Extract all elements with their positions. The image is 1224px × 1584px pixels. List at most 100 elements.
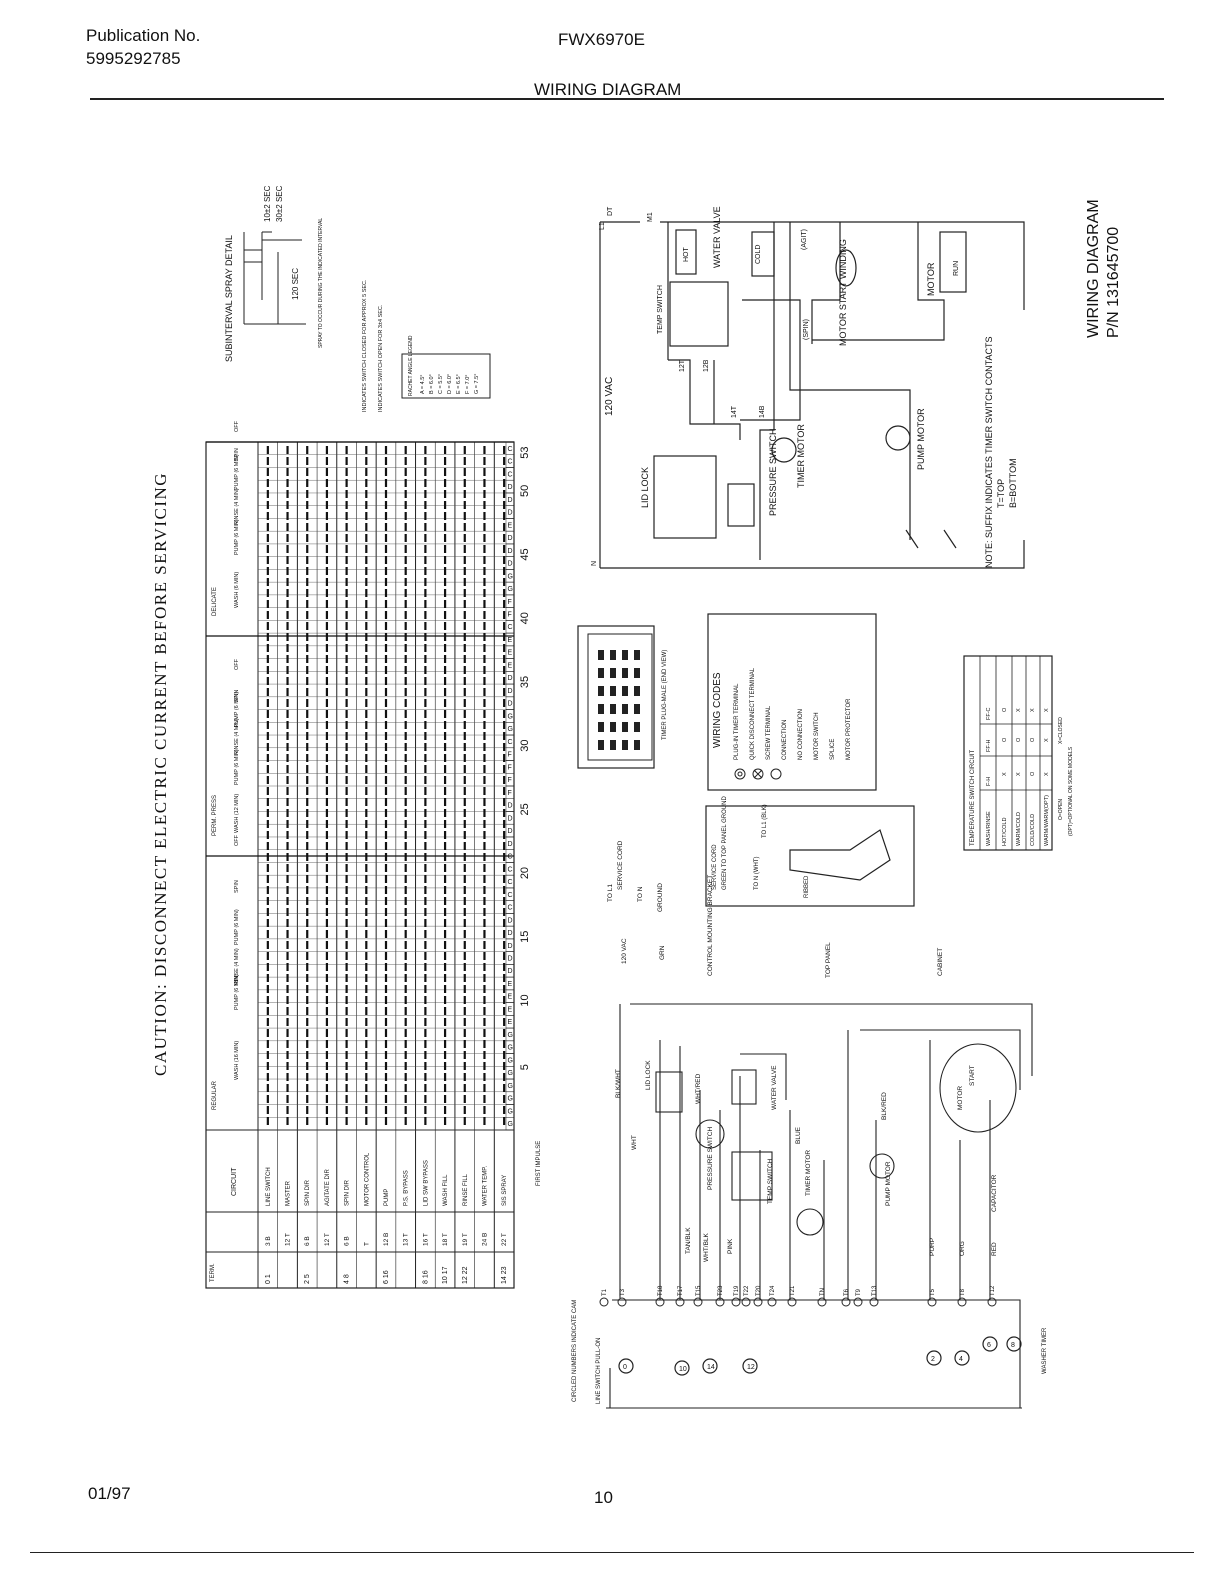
angle-letter: D bbox=[508, 917, 513, 924]
chart-step-number: 53 bbox=[519, 446, 531, 458]
chart-segment-label: WASH (12 MIN) bbox=[234, 794, 240, 833]
pictorial-label: TIMER MOTOR bbox=[805, 1150, 812, 1196]
cam-number: 4 bbox=[959, 1356, 963, 1363]
pictorial-label: TO N bbox=[637, 886, 644, 902]
subinterval-note: SPRAY TO OCCUR DURING THE INDICATED INTE… bbox=[318, 218, 324, 348]
angle-letter: G bbox=[508, 586, 513, 593]
terminal-label: T12 bbox=[990, 1285, 996, 1296]
angle-letter: D bbox=[508, 943, 513, 950]
wiring-code-item: SCREW TERMINAL bbox=[766, 705, 772, 760]
subinterval-t2: 30±2 SEC bbox=[275, 185, 284, 222]
angle-letter: C bbox=[508, 854, 513, 861]
line-switch-label: LINE SWITCH PULL-ON bbox=[596, 1338, 602, 1404]
angle-letter: E bbox=[508, 650, 513, 657]
ratchet-legend-title: RACHET ANGLE LEGEND bbox=[408, 335, 414, 396]
chart-circuit-nums: 14 23 bbox=[501, 1266, 508, 1284]
temp-table-cell: X bbox=[1044, 772, 1050, 776]
cam-number: 12 bbox=[747, 1364, 755, 1371]
angle-letter: D bbox=[508, 688, 513, 695]
ratchet-legend-row: E = 6.5° bbox=[456, 374, 462, 394]
angle-letter: G bbox=[508, 1096, 513, 1103]
pictorial-label: BLK/RED bbox=[881, 1092, 888, 1120]
chart-circuit-nums: 8 16 bbox=[422, 1270, 429, 1284]
wiring-code-item: NO CONNECTION bbox=[798, 709, 804, 760]
angle-letter: G bbox=[508, 1083, 513, 1090]
angle-letter: C bbox=[508, 905, 513, 912]
angle-letter: C bbox=[508, 471, 513, 478]
chart-step-number: 20 bbox=[519, 867, 531, 879]
angle-letter: F bbox=[508, 790, 512, 797]
angle-letter: G bbox=[508, 573, 513, 580]
angle-letter: E bbox=[508, 522, 513, 529]
schematic-note-b: B=BOTTOM bbox=[1008, 458, 1018, 508]
chart-circuit-name: LINE SWITCH bbox=[266, 1167, 272, 1206]
timer-plug: TIMER PLUG-MALE (END VIEW) bbox=[577, 625, 668, 769]
angle-letter: D bbox=[508, 497, 513, 504]
chart-circuit-term: 6 B bbox=[344, 1236, 351, 1246]
temp-table-legend2: O=OPEN bbox=[1058, 799, 1064, 820]
chart-segment-label: PUMP (6 MIN) bbox=[234, 909, 240, 945]
pictorial-label: LID LOCK bbox=[645, 1060, 652, 1090]
temp-table-legend3: (OPT)=OPTIONAL ON SOME MODELS bbox=[1068, 746, 1074, 836]
angle-letter: E bbox=[508, 994, 513, 1001]
chart-circuit-term: 22 T bbox=[501, 1233, 508, 1246]
chart-circuit-name: P.S. BYPASS bbox=[404, 1170, 410, 1206]
washer-timer-label: WASHER TIMER bbox=[1042, 1327, 1048, 1374]
model-number: FWX6970E bbox=[558, 30, 645, 49]
chart-cycle-name: DELICATE bbox=[212, 587, 218, 616]
pictorial-label: TO L1 bbox=[607, 884, 614, 902]
subinterval-t1: 10±2 SEC bbox=[263, 185, 272, 222]
angle-letter: F bbox=[508, 777, 512, 784]
timer-plug-caption: TIMER PLUG-MALE (END VIEW) bbox=[662, 650, 668, 740]
chart-circuit-nums: 12 22 bbox=[462, 1266, 469, 1284]
schematic bbox=[599, 221, 1025, 569]
chart-term-header: TERM. bbox=[210, 1263, 216, 1282]
header-rule bbox=[90, 98, 1164, 100]
chart-circuit-term: 24 B bbox=[481, 1233, 488, 1246]
ratchet-legend-row: A = 4.5° bbox=[420, 375, 426, 394]
chart-circuit-term: 12 B bbox=[383, 1233, 390, 1246]
pictorial-label: START bbox=[969, 1065, 976, 1086]
publication-number: 5995292785 bbox=[86, 49, 181, 68]
chart-segment-label: RINSE (4 MIN) bbox=[234, 948, 240, 985]
chart-step-number: 40 bbox=[519, 612, 531, 624]
pictorial-label: BLK/WHT bbox=[615, 1069, 622, 1098]
diagram-title-line1: WIRING DIAGRAM bbox=[1085, 199, 1102, 338]
angle-letter: D bbox=[508, 841, 513, 848]
angle-letter: F bbox=[508, 764, 512, 771]
schematic-label: PRESSURE SWITCH bbox=[768, 428, 778, 516]
temp-table-cell: WARM/WARM(OPT) bbox=[1044, 795, 1050, 846]
chart-circuit-name: PUMP bbox=[384, 1189, 390, 1206]
schematic-label: TEMP SWITCH bbox=[657, 285, 664, 334]
symbol-note-2: INDICATES SWITCH OPEN FOR 3±4 SEC. bbox=[378, 304, 384, 412]
angle-letter: D bbox=[508, 828, 513, 835]
angle-letter: D bbox=[508, 535, 513, 542]
schematic-label: (AGIT) bbox=[801, 229, 808, 250]
symbol-notes: INDICATES SWITCH CLOSED FOR APPROX 5 SEC… bbox=[362, 279, 384, 412]
angle-letter: D bbox=[508, 675, 513, 682]
pictorial-label: TAN/BLK bbox=[685, 1227, 692, 1254]
angle-letter: C bbox=[508, 866, 513, 873]
pictorial-label: WHT/BLK bbox=[703, 1232, 710, 1262]
chart-step-number: 5 bbox=[519, 1064, 531, 1070]
pictorial-wiring bbox=[606, 1003, 1033, 1409]
schematic-label: MOTOR START WINDING bbox=[838, 239, 848, 346]
angle-letter: C bbox=[508, 446, 513, 453]
terminal-label: T15 bbox=[696, 1285, 702, 1296]
angle-letter: D bbox=[508, 484, 513, 491]
schematic-label: TIMER MOTOR bbox=[796, 424, 806, 488]
service-cord-l4: RIBBED bbox=[804, 875, 810, 898]
chart-circuit-name: WATER TEMP. bbox=[482, 1166, 488, 1206]
chart-step-number: 35 bbox=[519, 676, 531, 688]
wiring-code-item: SPLICE bbox=[830, 739, 836, 760]
pictorial-label: BLUE bbox=[795, 1126, 802, 1144]
pictorial-label: CAPACITOR bbox=[991, 1174, 998, 1212]
angle-letter: F bbox=[508, 752, 512, 759]
service-cord-l1: GREEN TO TOP PANEL GROUND bbox=[722, 796, 728, 890]
angle-letter: D bbox=[508, 930, 513, 937]
schematic-label: 14T bbox=[731, 405, 738, 418]
chart-circuit-name: AGITATE DIR bbox=[325, 1169, 331, 1206]
section-title: WIRING DIAGRAM bbox=[534, 80, 682, 99]
temp-table-cell: O bbox=[1030, 737, 1036, 742]
